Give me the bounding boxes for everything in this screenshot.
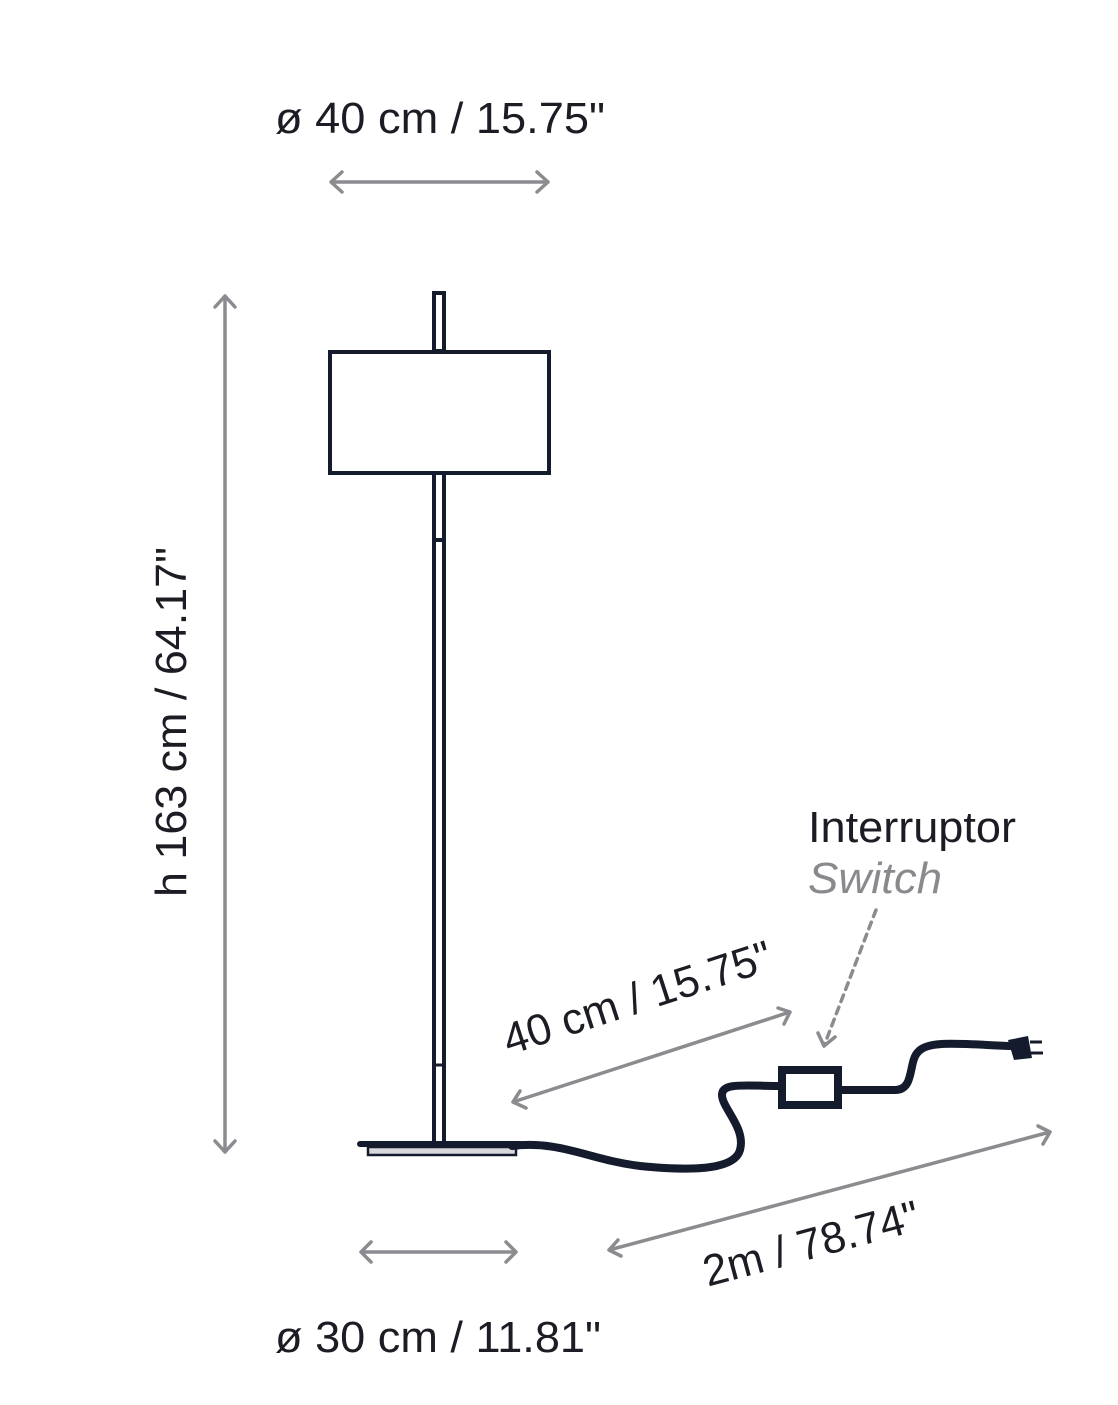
- switch-distance-label: 40 cm / 15.75": [497, 932, 778, 1065]
- base-width-arrow: [359, 1240, 518, 1264]
- shade-diameter-label: ø 40 cm / 15.75": [275, 94, 605, 143]
- switch-box: [778, 1066, 842, 1109]
- shade-width-arrow: [329, 170, 550, 194]
- power-cable: [508, 1036, 1043, 1173]
- plug-icon: [1008, 1036, 1032, 1060]
- lamp-shade: [328, 350, 551, 475]
- switch-label: Interruptor: [808, 803, 1016, 852]
- lamp-drawing: [328, 291, 551, 1157]
- switch-pointer-arrow: [816, 908, 878, 1048]
- cable-length-arrow: [607, 1124, 1052, 1258]
- height-arrow: [213, 294, 237, 1154]
- base-diameter-label: ø 30 cm / 11.81": [275, 1313, 601, 1362]
- height-label: h 163 cm / 64.17": [147, 547, 196, 897]
- switch-label-en: Switch: [808, 854, 942, 903]
- cable-length-label: 2m / 78.74": [698, 1192, 925, 1297]
- switch-distance-arrow: [511, 1006, 792, 1110]
- lamp-pole: [432, 471, 446, 1145]
